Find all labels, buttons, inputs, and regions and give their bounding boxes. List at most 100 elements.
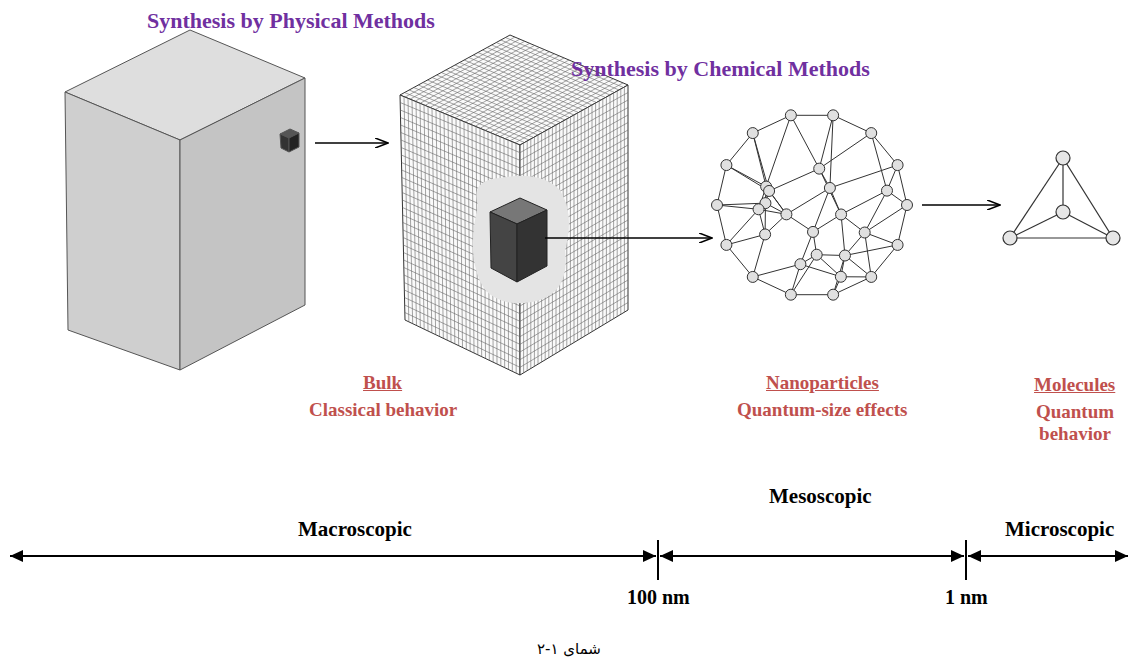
behavior-label: Quantum-size effects	[737, 399, 907, 421]
bond-line	[830, 115, 833, 188]
atom	[839, 250, 850, 261]
grid-line	[620, 89, 621, 314]
category-label: Molecules	[1034, 374, 1115, 396]
bond-line	[791, 294, 833, 295]
bond-line	[726, 245, 752, 277]
section-heading: Synthesis by Chemical Methods	[571, 56, 870, 81]
bond-line	[830, 165, 898, 188]
atom	[712, 200, 723, 211]
bond-line	[819, 133, 871, 169]
atom	[881, 185, 892, 196]
bulk-cube	[65, 30, 305, 370]
grid-line	[581, 111, 582, 338]
grid-line	[464, 122, 466, 350]
atom	[892, 239, 903, 250]
bond-line	[766, 115, 791, 186]
category-label: Bulk	[363, 372, 402, 394]
bond-line	[898, 165, 907, 205]
atom	[811, 249, 822, 260]
grid-line	[475, 66, 584, 126]
bond-line	[726, 209, 758, 245]
grid-line	[405, 305, 520, 360]
atom	[814, 163, 825, 174]
atom	[859, 227, 870, 238]
atom	[824, 182, 835, 193]
process-arrow	[545, 237, 712, 239]
grid-line	[599, 101, 600, 327]
atom	[747, 128, 758, 139]
size-scale	[10, 540, 1128, 580]
bond-line	[753, 277, 791, 295]
grid-line	[520, 295, 628, 360]
grid-line	[490, 73, 599, 133]
grid-line	[595, 103, 596, 330]
atom	[902, 200, 913, 211]
bond-line	[753, 264, 801, 277]
bond-line	[833, 115, 871, 133]
bond-line	[726, 234, 765, 244]
grid-line	[617, 91, 618, 317]
grid-line	[577, 113, 578, 340]
atom	[835, 271, 846, 282]
bond-line	[717, 165, 726, 205]
grid-line	[613, 93, 614, 319]
grid-line	[468, 123, 470, 351]
atom	[795, 259, 806, 270]
bond-line	[865, 233, 872, 277]
grid-line	[470, 64, 579, 124]
grid-line	[515, 83, 623, 143]
scale-label: Macroscopic	[298, 517, 412, 541]
section-heading: Synthesis by Physical Methods	[147, 8, 435, 33]
atom	[760, 229, 771, 240]
atom	[828, 289, 839, 300]
atom	[785, 289, 796, 300]
grid-line	[610, 95, 611, 321]
bond-line	[800, 264, 840, 277]
process-arrow	[315, 142, 388, 144]
atom	[892, 160, 903, 171]
molecule	[1003, 151, 1120, 245]
bond-line	[791, 255, 817, 295]
bond-line	[717, 205, 759, 209]
grain-highlight	[473, 176, 569, 304]
bond-line	[791, 115, 833, 116]
bond-line	[717, 205, 726, 245]
atom	[721, 160, 732, 171]
grid-line	[602, 99, 603, 325]
scale-tick-label: 100 nm	[627, 586, 690, 609]
behavior-label: Classical behavior	[309, 399, 457, 421]
grid-line	[465, 62, 574, 122]
grid-line	[460, 60, 569, 120]
atom	[836, 209, 847, 220]
bond-line	[813, 188, 830, 232]
atom	[753, 204, 764, 215]
figure-caption: شمای ۱-۲	[537, 641, 601, 658]
scale-tick-label: 1 nm	[945, 586, 988, 609]
grid-line	[606, 97, 607, 323]
grid-line	[405, 298, 521, 353]
bond-line	[841, 214, 845, 255]
atom	[808, 226, 819, 237]
bond-line	[819, 169, 841, 215]
behavior-label: Quantum behavior	[1025, 401, 1125, 445]
nanoparticle-network	[712, 110, 913, 300]
atom	[721, 239, 732, 250]
grid-line	[520, 303, 628, 368]
atom	[866, 128, 877, 139]
scale-label: Mesoscopic	[769, 484, 872, 508]
grid-line	[592, 105, 593, 332]
grid-cube	[400, 35, 628, 375]
atom	[785, 110, 796, 121]
grid-line	[495, 75, 603, 135]
category-label: Nanoparticles	[766, 372, 879, 394]
bond-line	[871, 133, 887, 191]
grid-line	[624, 87, 625, 312]
process-arrow	[922, 204, 1000, 206]
bond-line	[841, 191, 887, 215]
grid-line	[505, 79, 613, 139]
bond-line	[791, 115, 819, 168]
atom	[781, 209, 792, 220]
grid-line	[510, 81, 618, 141]
grid-line	[584, 109, 585, 336]
